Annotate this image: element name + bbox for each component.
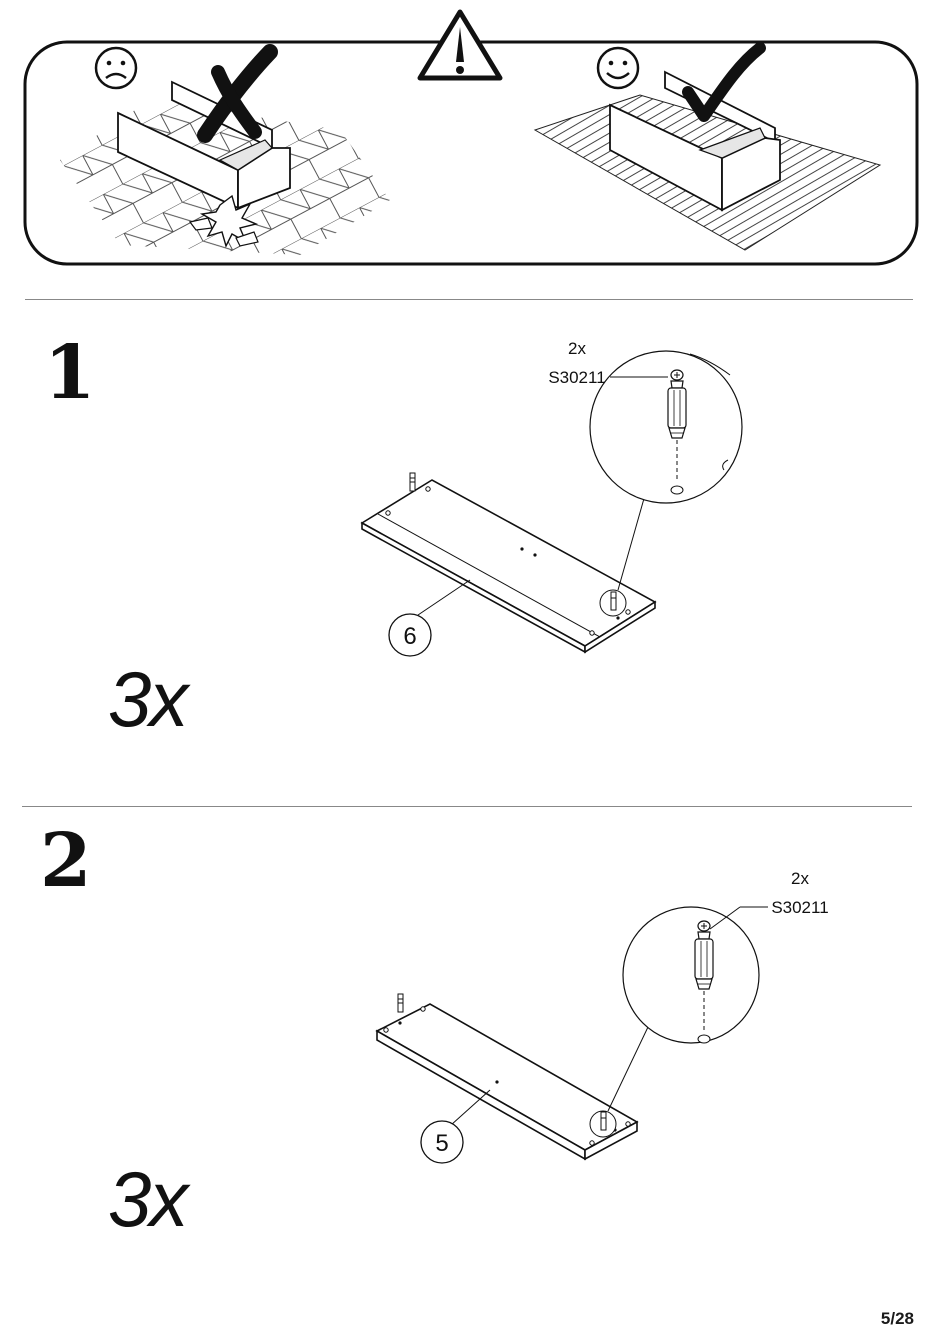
- step-multiplier: 3x: [108, 660, 186, 738]
- step-2-illustration: 5 2x S30211: [300, 860, 860, 1180]
- step-number: 2: [40, 824, 92, 898]
- detail-magnifier: [590, 351, 742, 503]
- detail-magnifier: [623, 907, 759, 1043]
- smile-face-icon: [598, 48, 638, 88]
- detail-callout-marker: [590, 1111, 616, 1137]
- part-label: 6: [403, 623, 416, 650]
- warning-panel: [0, 0, 950, 290]
- section-divider: [25, 299, 913, 300]
- section-divider: [22, 806, 912, 807]
- hardware-quantity: 2x: [568, 339, 586, 358]
- step-multiplier: 3x: [108, 1160, 186, 1238]
- detail-callout-marker: [600, 590, 626, 616]
- hardware-quantity: 2x: [791, 869, 809, 888]
- hardware-code: S30211: [548, 368, 605, 387]
- page-number: 5/28: [881, 1309, 914, 1329]
- dowel-icon: [398, 994, 403, 1012]
- step-number: 1: [44, 336, 96, 410]
- frown-face-icon: [96, 48, 136, 88]
- hardware-code: S30211: [771, 898, 828, 917]
- dowel-icon: [410, 473, 415, 491]
- part-label: 5: [435, 1130, 448, 1157]
- step-1-illustration: 6 2x S30211: [300, 330, 780, 690]
